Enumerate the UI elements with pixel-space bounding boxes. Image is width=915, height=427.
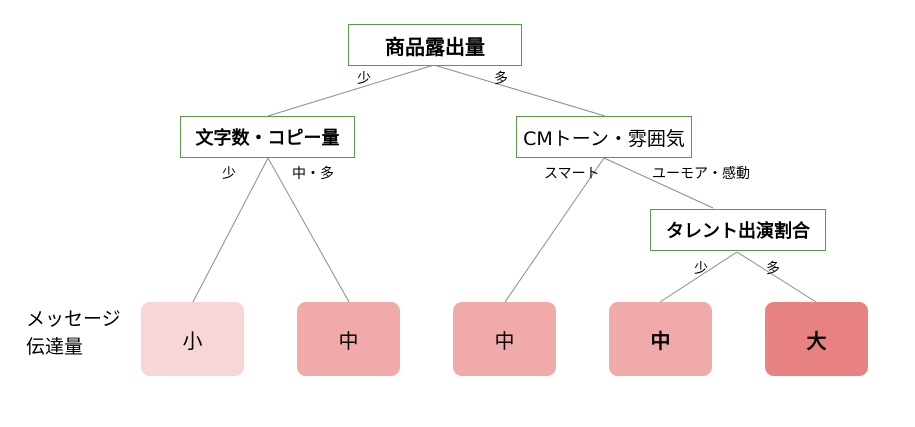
edge-label-text-left: 少 — [222, 166, 236, 182]
leaf-1: 小 — [141, 302, 244, 376]
edge-label-root-right: 多 — [494, 71, 508, 87]
side-label-line1: メッセージ — [26, 308, 121, 330]
leaf-4: 中 — [609, 302, 712, 376]
edge-label-root-left: 少 — [357, 71, 371, 87]
edge-label-cm-left: スマート — [544, 166, 600, 182]
edge-talent-right — [736, 251, 817, 303]
edge-label-text-right: 中・多 — [292, 166, 334, 182]
edge-talent-left — [659, 251, 738, 303]
side-label: メッセージ 伝達量 — [26, 305, 121, 361]
edge-cm-right — [603, 157, 714, 209]
edge-root-right — [433, 64, 606, 117]
node-root: 商品露出量 — [348, 24, 522, 66]
edge-label-talent-right: 多 — [766, 261, 780, 277]
side-label-line2: 伝達量 — [26, 336, 84, 358]
leaf-3: 中 — [453, 302, 556, 376]
edge-text-right — [267, 157, 350, 303]
leaf-5: 大 — [765, 302, 868, 376]
edge-text-left — [192, 157, 269, 303]
leaf-2: 中 — [297, 302, 400, 376]
edge-label-cm-right: ユーモア・感動 — [652, 166, 750, 182]
node-talent: タレント出演割合 — [650, 209, 826, 251]
edge-cm-left — [504, 157, 605, 303]
edge-label-talent-left: 少 — [694, 261, 708, 277]
edge-root-left — [267, 64, 435, 117]
node-cm-tone: CMトーン・雰囲気 — [516, 116, 692, 158]
node-text-copy: 文字数・コピー量 — [180, 116, 355, 158]
